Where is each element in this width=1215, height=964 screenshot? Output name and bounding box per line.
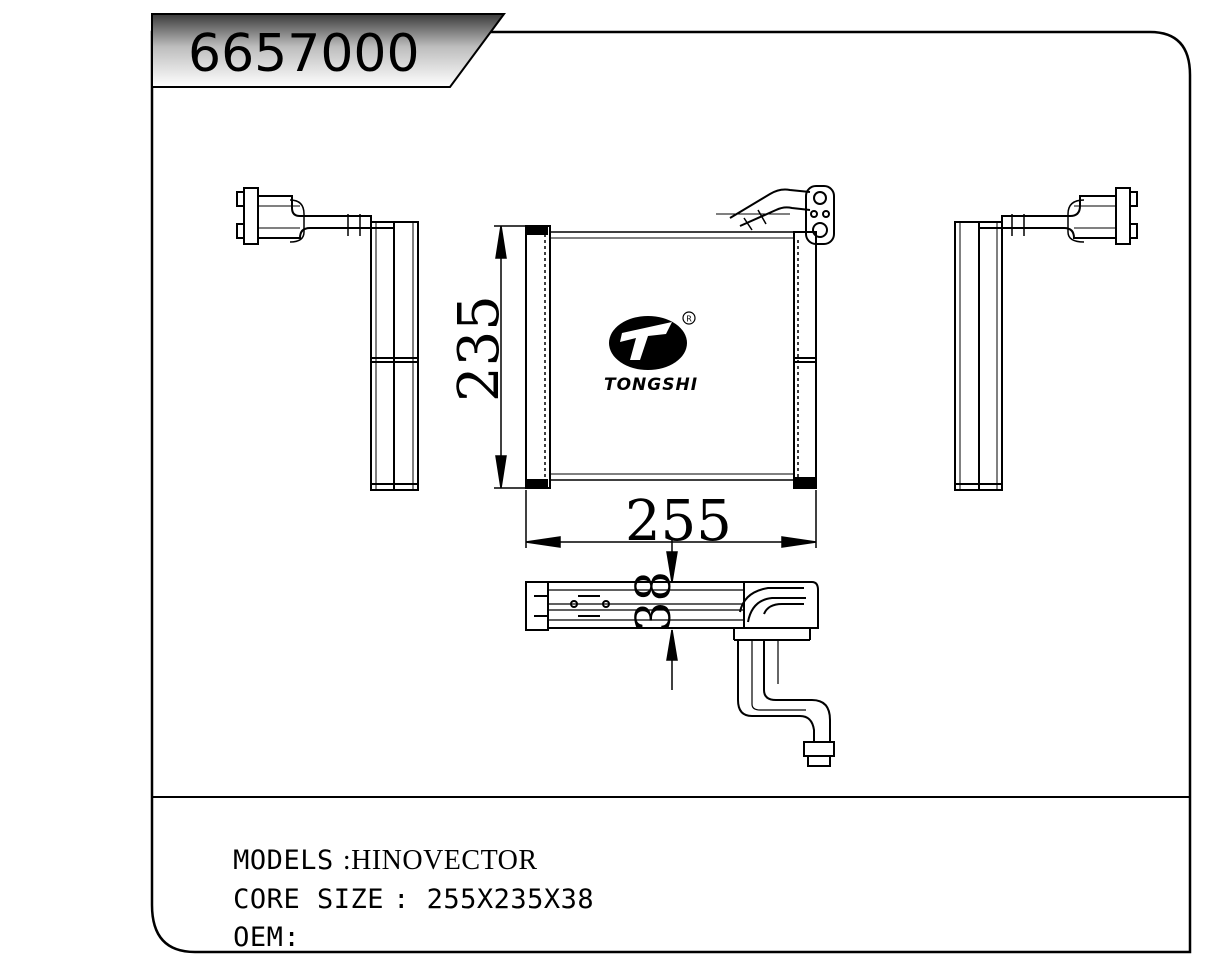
core-size-label: CORE SIZE — [233, 884, 384, 915]
models-value: :HINOVECTOR — [342, 845, 538, 876]
part-number: 6657000 — [188, 24, 420, 84]
part-number-tab — [151, 13, 506, 88]
spec-oem: OEM: — [215, 891, 300, 953]
left-side-view — [236, 187, 419, 491]
depth-value: 38 — [626, 571, 682, 632]
right-side-view — [954, 187, 1138, 491]
brand-name: TONGSHI — [604, 375, 698, 395]
front-view — [525, 185, 835, 489]
spec-models: MODELS :HINOVECTOR — [215, 814, 538, 877]
height-dimension — [494, 225, 526, 489]
depth-dimension — [666, 540, 678, 690]
height-value: 235 — [447, 295, 512, 402]
models-label: MODELS — [233, 845, 334, 876]
oem-label: OEM: — [233, 922, 301, 953]
tongshi-logo: R TONGSHI — [604, 311, 698, 395]
width-dimension — [525, 490, 817, 548]
top-view — [525, 581, 835, 767]
width-value: 255 — [625, 489, 732, 554]
core-size-value: : 255X235X38 — [393, 884, 595, 915]
outer-frame — [150, 30, 1192, 954]
registered-mark: R — [686, 315, 692, 324]
spec-core-size: CORE SIZE : 255X235X38 — [215, 853, 594, 915]
